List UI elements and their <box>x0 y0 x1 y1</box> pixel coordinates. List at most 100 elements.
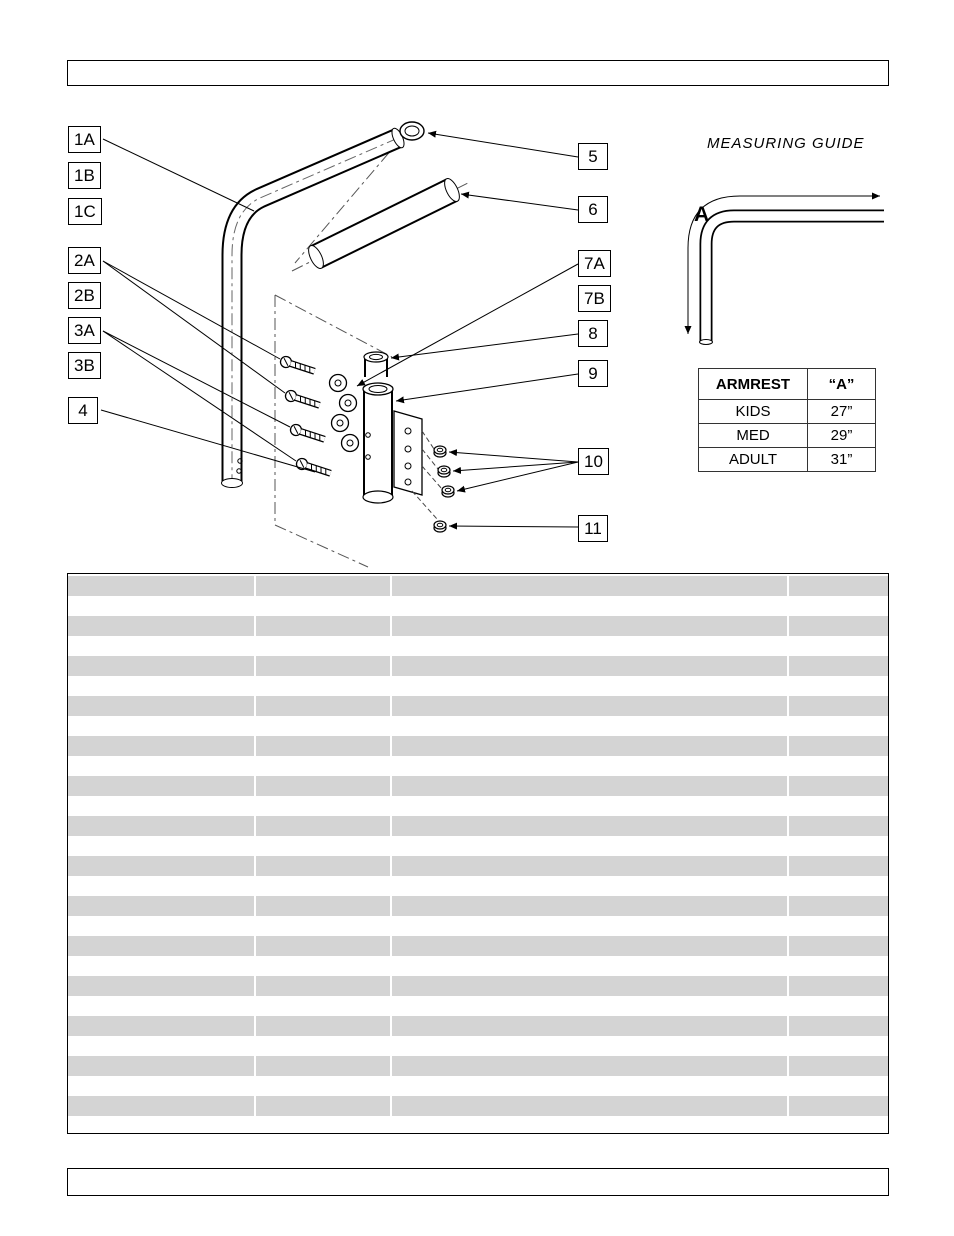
parts-table-cell <box>68 776 256 796</box>
parts-table-row <box>68 876 888 896</box>
nut-part <box>433 445 455 498</box>
parts-table-cell <box>68 636 256 656</box>
parts-list-table <box>67 573 889 1134</box>
parts-table-cell <box>789 796 888 816</box>
parts-table-row <box>68 776 888 796</box>
parts-table-cell <box>68 996 256 1016</box>
size-table-row: MED 29” <box>698 423 876 448</box>
plate-holes <box>404 427 412 486</box>
parts-table-row <box>68 796 888 816</box>
parts-table-cell <box>68 796 256 816</box>
dimension-line-a <box>684 192 880 334</box>
parts-table-cell <box>789 696 888 716</box>
callout-1a: 1A <box>68 126 101 153</box>
a-column-header: “A” <box>807 368 876 400</box>
callout-1b: 1B <box>68 162 101 189</box>
parts-table-cell <box>256 756 393 776</box>
parts-table-cell <box>392 756 790 776</box>
parts-table-cell <box>68 1116 256 1133</box>
size-cell: MED <box>698 423 808 448</box>
parts-table-cell <box>789 1036 888 1056</box>
parts-table-row <box>68 836 888 856</box>
parts-table-cell <box>256 996 393 1016</box>
parts-table-cell <box>789 936 888 956</box>
parts-table-row <box>68 1116 888 1133</box>
parts-table-row <box>68 1056 888 1076</box>
parts-table-cell <box>68 936 256 956</box>
sleeve-bore <box>369 353 383 361</box>
exploded-diagram <box>100 121 579 568</box>
parts-table-cell <box>789 896 888 916</box>
parts-table-cell <box>789 616 888 636</box>
parts-table-cell <box>392 796 790 816</box>
parts-table-cell <box>256 596 393 616</box>
tube-hole <box>236 468 242 474</box>
parts-table-body <box>68 576 888 1133</box>
parts-table-cell <box>392 676 790 696</box>
parts-table-cell <box>68 876 256 896</box>
parts-table-cell <box>256 796 393 816</box>
parts-table-cell <box>68 916 256 936</box>
parts-table-cell <box>256 836 393 856</box>
parts-table-cell <box>68 1036 256 1056</box>
parts-table-cell <box>256 1036 393 1056</box>
parts-table-row <box>68 1076 888 1096</box>
parts-table-cell <box>68 616 256 636</box>
sleeve-top <box>363 351 389 363</box>
parts-table-row <box>68 896 888 916</box>
parts-table-cell <box>255 816 393 836</box>
parts-table-cell <box>789 836 888 856</box>
parts-table-cell <box>789 1056 888 1076</box>
assembly-dashes <box>411 430 443 520</box>
value-cell: 31” <box>807 447 876 472</box>
parts-table-cell <box>68 596 256 616</box>
parts-table-row <box>68 936 888 956</box>
parts-table-row <box>68 976 888 996</box>
parts-table-row <box>68 956 888 976</box>
size-cell: ADULT <box>698 447 808 472</box>
parts-table-cell <box>789 956 888 976</box>
measuring-tube-end <box>699 339 713 345</box>
armrest-pad-tube <box>310 178 458 269</box>
parts-table-cell <box>789 996 888 1016</box>
parts-table-cell <box>789 776 888 796</box>
leader-lines-right <box>356 130 579 530</box>
parts-table-cell <box>392 856 790 876</box>
parts-table-row <box>68 716 888 736</box>
parts-table-cell <box>392 1096 790 1116</box>
parts-table-cell <box>392 876 790 896</box>
size-cell: KIDS <box>698 399 808 424</box>
parts-table-row <box>68 816 888 836</box>
receiver-bottom <box>362 490 394 504</box>
parts-table-row <box>68 576 888 596</box>
parts-table-cell <box>255 856 393 876</box>
parts-table-row <box>68 736 888 756</box>
callout-5: 5 <box>578 143 608 170</box>
parts-table-cell <box>392 1036 790 1056</box>
parts-table-row <box>68 916 888 936</box>
callout-9: 9 <box>578 360 608 387</box>
parts-table-cell <box>255 1096 393 1116</box>
parts-table-cell <box>789 876 888 896</box>
leader-lines-left <box>100 138 316 473</box>
mounting-plate <box>393 410 423 496</box>
callout-2b: 2B <box>68 282 101 309</box>
parts-table-row <box>68 1016 888 1036</box>
parts-table-row <box>68 616 888 636</box>
parts-table-cell <box>68 976 256 996</box>
screw-part <box>295 457 332 477</box>
armrest-size-table: ARMREST “A” KIDS 27” MED 29” ADULT 31” <box>698 368 876 472</box>
parts-table-row <box>68 676 888 696</box>
parts-table-cell <box>392 1076 790 1096</box>
parts-table-cell <box>392 656 790 676</box>
parts-table-cell <box>392 736 790 756</box>
parts-table-cell <box>789 816 888 836</box>
parts-table-cell <box>68 736 256 756</box>
callout-8: 8 <box>578 320 608 347</box>
parts-table-cell <box>789 576 888 596</box>
parts-table-cell <box>789 856 888 876</box>
parts-table-cell <box>68 1096 256 1116</box>
parts-table-cell <box>255 616 393 636</box>
receiver-bore <box>368 385 388 393</box>
parts-table-cell <box>255 576 393 596</box>
